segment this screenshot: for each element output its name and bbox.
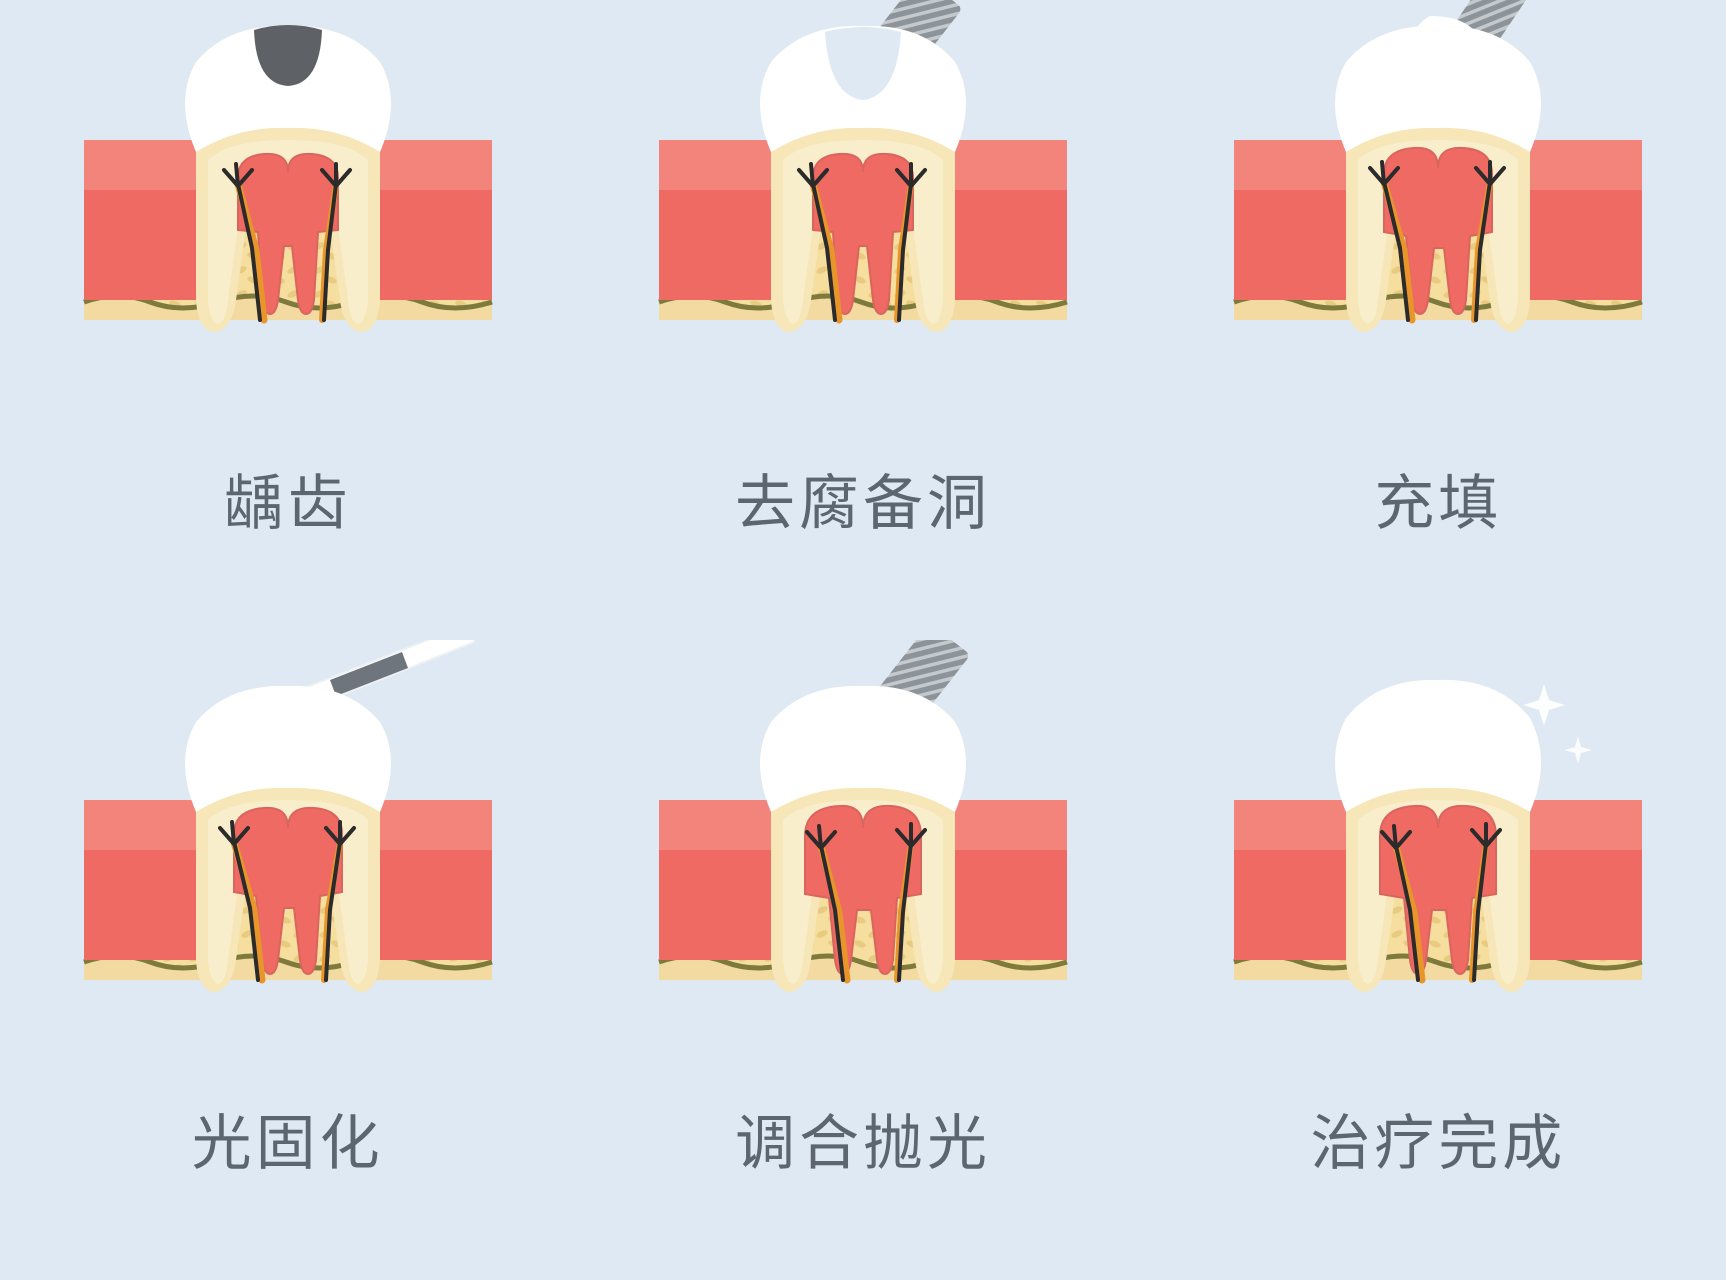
prepared-cavity — [824, 27, 901, 100]
gum-tissue — [1234, 140, 1643, 300]
tooth-svg-6 — [1233, 679, 1644, 992]
tooth-illustration-light-curing — [0, 640, 575, 1108]
gum-tissue — [1234, 800, 1643, 960]
panel-label-treatment-complete: 治疗完成 — [1310, 1109, 1567, 1179]
tooth-illustration-polish — [575, 640, 1150, 1108]
nerve-canals — [217, 820, 356, 984]
gum-tissue — [658, 800, 1067, 960]
tooth-illustration-complete — [1151, 640, 1726, 1108]
panel-caries-removal: 去腐备洞 — [575, 0, 1150, 640]
composite-filling — [1400, 27, 1477, 96]
panel-label-filling: 充填 — [1374, 469, 1503, 539]
gum-tissue — [658, 140, 1067, 300]
tooth-svg-1 — [82, 25, 493, 333]
sparkle-decorations — [1518, 684, 1593, 770]
panel-label-caries: 龋齿 — [223, 469, 352, 539]
panel-caries: 龋齿 — [0, 0, 575, 640]
panel-label-caries-removal: 去腐备洞 — [734, 469, 991, 539]
tooth-svg-5 — [658, 640, 1068, 992]
nerve-canals — [221, 162, 352, 324]
gum-tissue — [83, 140, 492, 300]
panel-occlusion-polish: 调合抛光 — [575, 640, 1150, 1280]
panel-treatment-complete: 治疗完成 — [1151, 640, 1726, 1280]
panel-light-curing: 光固化 — [0, 640, 575, 1280]
panel-label-light-curing: 光固化 — [191, 1109, 384, 1179]
tooth-illustration-preparation — [575, 0, 1150, 470]
nerve-canals — [796, 162, 927, 324]
tooth-svg-2 — [658, 0, 1068, 333]
tooth-body — [1335, 679, 1542, 992]
caries-cavity — [253, 25, 322, 86]
panel-filling: 充填 — [1151, 0, 1726, 640]
tooth-illustration-caries — [0, 0, 575, 470]
nerve-canals — [1380, 822, 1503, 984]
nerve-canals — [804, 822, 927, 984]
tooth-body — [184, 25, 391, 333]
composite-filling — [249, 687, 326, 756]
tooth-svg-3 — [1233, 0, 1644, 333]
panel-label-occlusion-polish: 调合抛光 — [734, 1109, 991, 1179]
tooth-illustration-filling — [1151, 0, 1726, 470]
tooth-svg-4 — [82, 640, 493, 992]
composite-filling — [824, 687, 901, 756]
gum-tissue — [83, 800, 492, 960]
nerve-canals — [1368, 160, 1507, 324]
